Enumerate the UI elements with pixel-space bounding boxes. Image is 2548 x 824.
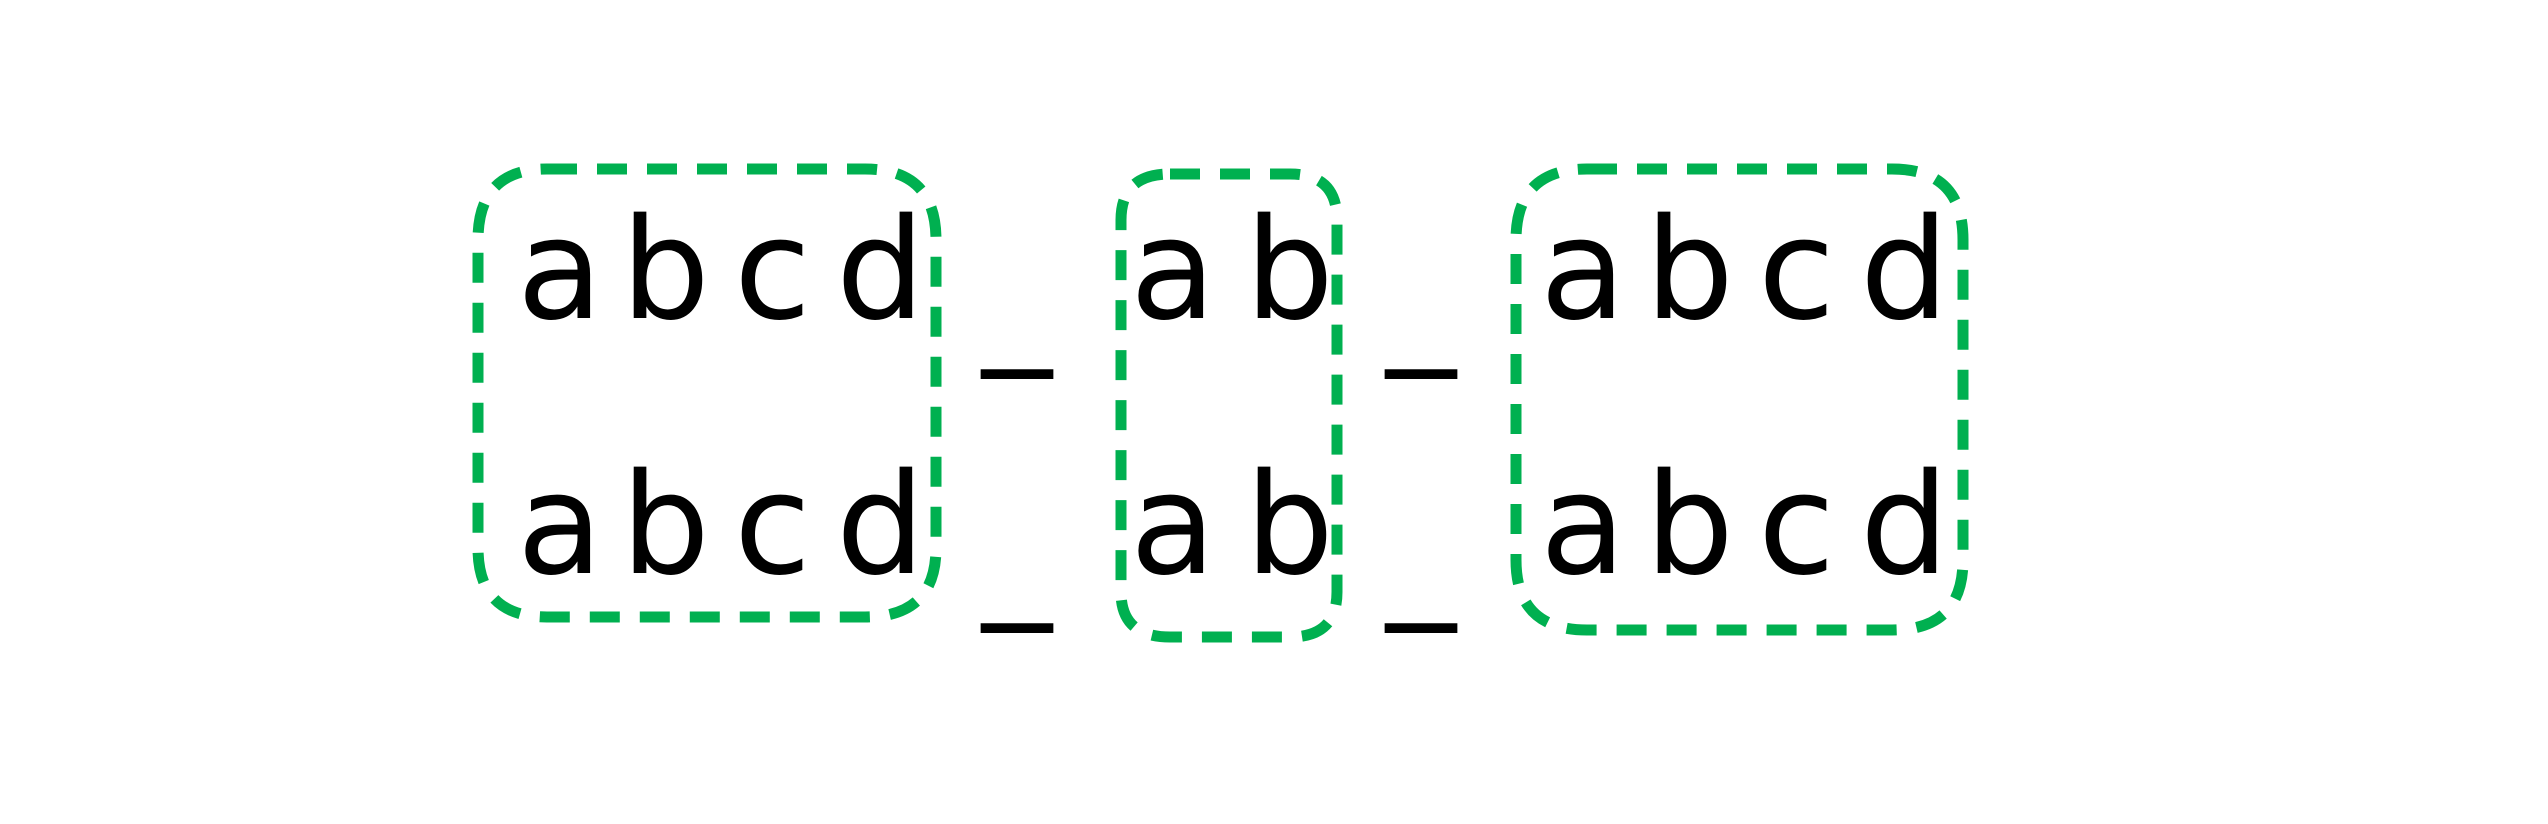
g3-r1-c1: a — [1540, 189, 1626, 352]
group-1-dashed-box — [472, 163, 942, 623]
g1-r1-c4: d — [836, 189, 925, 352]
group-2: a b a b — [1115, 168, 1343, 643]
g3-r2-c3: c — [1758, 444, 1835, 607]
g1-r2-c4: d — [836, 444, 925, 607]
g3-r2-c2: b — [1645, 444, 1734, 607]
separator-2-top: _ — [1384, 217, 1458, 380]
group-3-dashed-box — [1510, 163, 1969, 636]
g2-r2-c1: a — [1130, 444, 1216, 607]
g2-r2-c2: b — [1245, 444, 1334, 607]
g1-r1-c3: c — [734, 189, 811, 352]
g3-r2-c4: d — [1860, 444, 1949, 607]
g2-r1-c1: a — [1130, 189, 1216, 352]
g2-r1-c2: b — [1245, 189, 1334, 352]
group-3: a b c d a b c d — [1510, 163, 1969, 636]
g3-r1-c2: b — [1645, 189, 1734, 352]
separator-1-top: _ — [980, 217, 1054, 380]
group-1: a b c d a b c d — [472, 163, 942, 623]
g3-r1-c3: c — [1758, 189, 1835, 352]
group-2-dashed-box — [1115, 168, 1343, 643]
g3-r1-c4: d — [1860, 189, 1949, 352]
g1-r2-c1: a — [517, 444, 603, 607]
g1-r2-c3: c — [734, 444, 811, 607]
separator-1-bottom: _ — [980, 471, 1054, 634]
separator-2-bottom: _ — [1384, 471, 1458, 634]
g3-r2-c1: a — [1540, 444, 1626, 607]
g1-r1-c2: b — [621, 189, 710, 352]
g1-r1-c1: a — [517, 189, 603, 352]
g1-r2-c2: b — [621, 444, 710, 607]
